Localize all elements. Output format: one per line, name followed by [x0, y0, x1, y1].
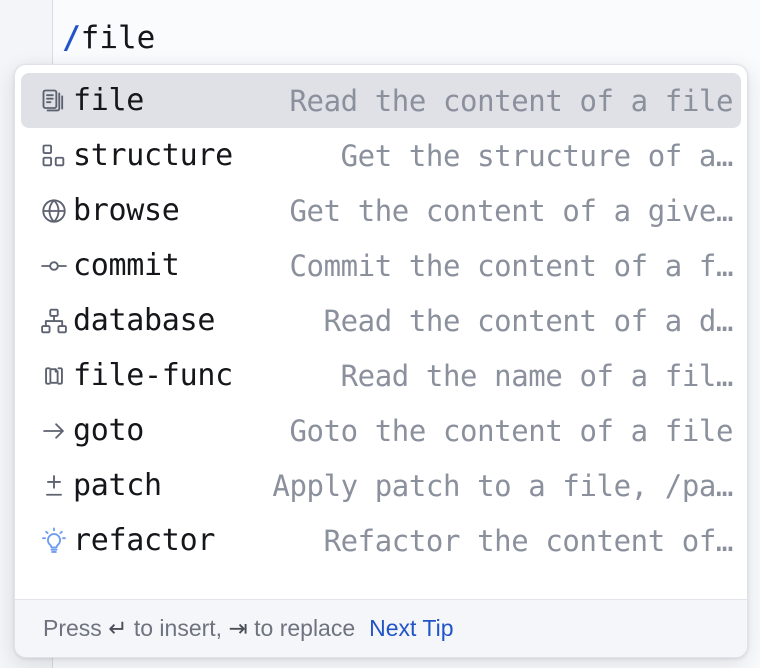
enter-key-icon: ↵ — [108, 615, 128, 642]
command-item-goto[interactable]: goto Goto the content of a file — [21, 403, 741, 458]
command-item-name: file — [73, 82, 145, 118]
command-item-description: Refactor the content of… — [323, 523, 733, 558]
footer-insert-label: to insert, — [127, 615, 229, 641]
lightbulb-icon — [39, 526, 69, 556]
tab-key-icon: ⇥ — [228, 615, 248, 642]
command-item-commit[interactable]: commit Commit the content of a f… — [21, 238, 741, 293]
plus-minus-icon — [39, 471, 69, 501]
command-item-browse[interactable]: browse Get the content of a give… — [21, 183, 741, 238]
arrow-right-icon — [39, 416, 69, 446]
globe-icon — [39, 196, 69, 226]
structure-boxes-icon — [39, 141, 69, 171]
command-item-file-func[interactable]: file-func Read the name of a fil… — [21, 348, 741, 403]
documents-copy-icon — [39, 86, 69, 116]
footer-press-label: Press — [43, 615, 109, 641]
command-item-description: Read the content of a file — [289, 83, 733, 118]
command-item-description: Commit the content of a f… — [289, 248, 733, 283]
git-commit-icon — [39, 251, 69, 281]
command-item-structure[interactable]: structure Get the structure of a… — [21, 128, 741, 183]
file-brackets-icon — [39, 361, 69, 391]
command-item-description: Get the structure of a… — [340, 138, 733, 173]
next-tip-link[interactable]: Next Tip — [369, 615, 454, 641]
command-item-patch[interactable]: patch Apply patch to a file, /pa… — [21, 458, 741, 513]
popup-footer: Press ↵ to insert, ⇥ to replace Next Tip — [15, 599, 747, 657]
command-item-name: file-func — [73, 357, 233, 393]
slash-prefix: / — [62, 20, 81, 56]
command-item-refactor[interactable]: refactor Refactor the content of… — [21, 513, 741, 568]
command-item-name: browse — [73, 192, 180, 228]
command-item-description: Read the name of a fil… — [340, 358, 733, 393]
editor-command-line[interactable]: /file — [62, 16, 155, 60]
footer-replace-label: to replace — [247, 615, 356, 641]
command-item-name: patch — [73, 467, 162, 503]
command-item-name: commit — [73, 247, 180, 283]
typed-command: file — [80, 20, 156, 56]
command-item-name: structure — [73, 137, 233, 173]
command-item-name: database — [73, 302, 216, 338]
command-item-description: Apply patch to a file, /pa… — [272, 468, 733, 503]
command-item-description: Goto the content of a file — [289, 413, 733, 448]
command-item-file[interactable]: file Read the content of a file — [21, 73, 741, 128]
hierarchy-icon — [39, 306, 69, 336]
command-item-name: refactor — [73, 522, 216, 558]
command-item-database[interactable]: database Read the content of a d… — [21, 293, 741, 348]
command-item-description: Read the content of a d… — [323, 303, 733, 338]
command-item-name: goto — [73, 412, 145, 448]
command-item-description: Get the content of a give… — [289, 193, 733, 228]
